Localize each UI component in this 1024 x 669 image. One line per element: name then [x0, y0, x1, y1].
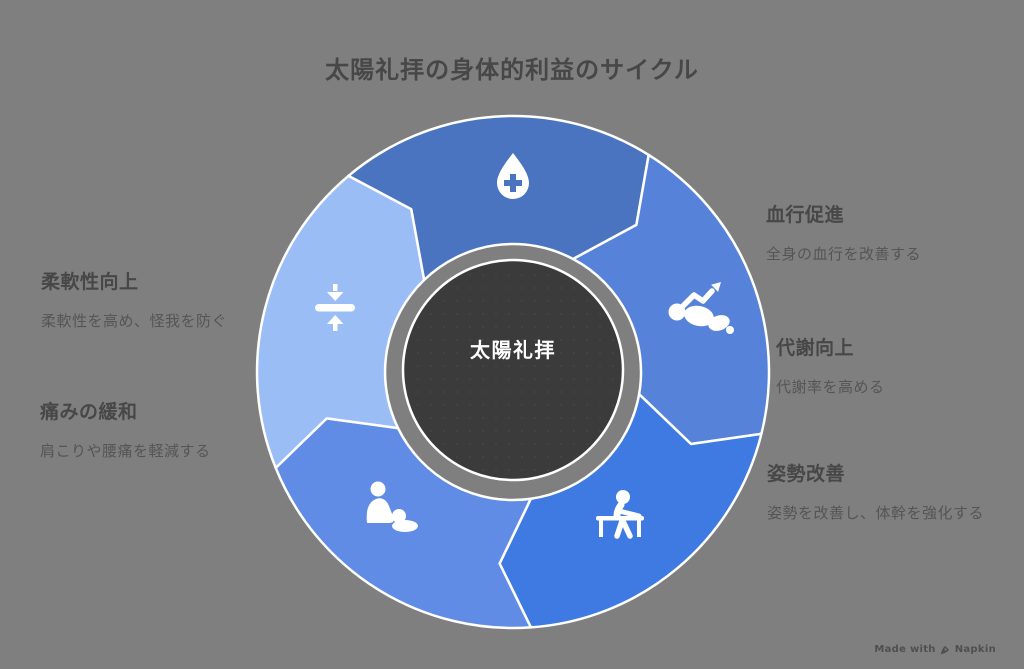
page-title: 太陽礼拝の身体的利益のサイクル — [325, 56, 699, 84]
center-label: 太陽礼拝 — [470, 338, 556, 362]
segment-metabolism — [571, 153, 771, 446]
label-blood-circulation-description: 全身の血行を改善する — [766, 245, 922, 263]
label-flexibility: 柔軟性向上 柔軟性を高め、怪我を防ぐ — [41, 267, 227, 331]
center-circle-texture — [406, 263, 620, 477]
watermark-prefix: Made with — [874, 644, 936, 655]
label-pain-relief: 痛みの緩和 肩こりや腰痛を軽減する — [40, 397, 211, 461]
label-posture-description: 姿勢を改善し、体幹を強化する — [767, 504, 985, 522]
label-flexibility-description: 柔軟性を高め、怪我を防ぐ — [41, 312, 228, 330]
label-posture: 姿勢改善 姿勢を改善し、体幹を強化する — [767, 459, 984, 523]
label-metabolism-description: 代謝率を高める — [776, 378, 885, 396]
label-blood-circulation-title: 血行促進 — [766, 204, 845, 226]
label-blood-circulation: 血行促進 全身の血行を改善する — [766, 200, 921, 264]
pen-nib-icon — [940, 645, 949, 655]
segment-blood-circulation — [347, 114, 650, 282]
watermark-brand: Napkin — [954, 644, 996, 655]
blood-drop-cross-icon — [497, 153, 529, 199]
label-metabolism: 代謝向上 代謝率を高める — [776, 333, 885, 397]
watermark: Made with Napkin — [874, 644, 996, 655]
label-pain-relief-title: 痛みの緩和 — [40, 401, 138, 423]
compress-arrows-icon — [315, 284, 355, 331]
label-metabolism-title: 代謝向上 — [776, 337, 855, 359]
desk-sitting-icon — [596, 490, 644, 539]
segment-posture — [498, 392, 763, 629]
label-pain-relief-description: 肩こりや腰痛を軽減する — [40, 442, 211, 460]
runner-up-arrow-icon — [668, 282, 734, 334]
label-posture-title: 姿勢改善 — [767, 463, 846, 485]
massage-icon — [366, 481, 418, 532]
label-flexibility-title: 柔軟性向上 — [41, 271, 139, 293]
